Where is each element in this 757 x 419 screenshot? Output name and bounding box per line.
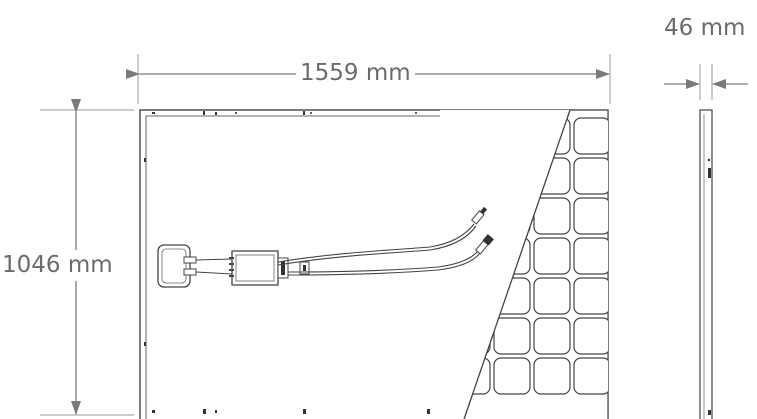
connector-cables (277, 223, 481, 276)
junction-box (157, 244, 233, 288)
mc4-connectors (470, 206, 494, 255)
cutaway-edge (463, 110, 571, 419)
panel-side-view (699, 109, 713, 419)
solar-cell (573, 197, 608, 235)
solar-cell (533, 317, 571, 355)
depth-dimension (664, 64, 748, 100)
optimizer-box (229, 250, 310, 286)
width-label: 1559 mm (296, 62, 415, 85)
solar-cell (533, 197, 571, 235)
solar-cell (533, 237, 571, 275)
cell-grid-cutaway (440, 110, 608, 419)
solar-cell (573, 317, 608, 355)
solar-cell (493, 317, 531, 355)
solar-cell (573, 237, 608, 275)
solar-cell (573, 157, 608, 195)
height-label: 1046 mm (2, 250, 113, 281)
solar-cell (573, 357, 608, 395)
solar-cell (533, 277, 571, 315)
solar-cell (533, 357, 571, 395)
solar-cell (573, 277, 608, 315)
solar-cell (493, 357, 531, 395)
solar-cell (573, 117, 608, 155)
depth-label: 46 mm (664, 15, 746, 41)
solar-cells (440, 110, 608, 419)
cutaway-mask (440, 110, 570, 419)
panel-back-view (139, 109, 609, 419)
